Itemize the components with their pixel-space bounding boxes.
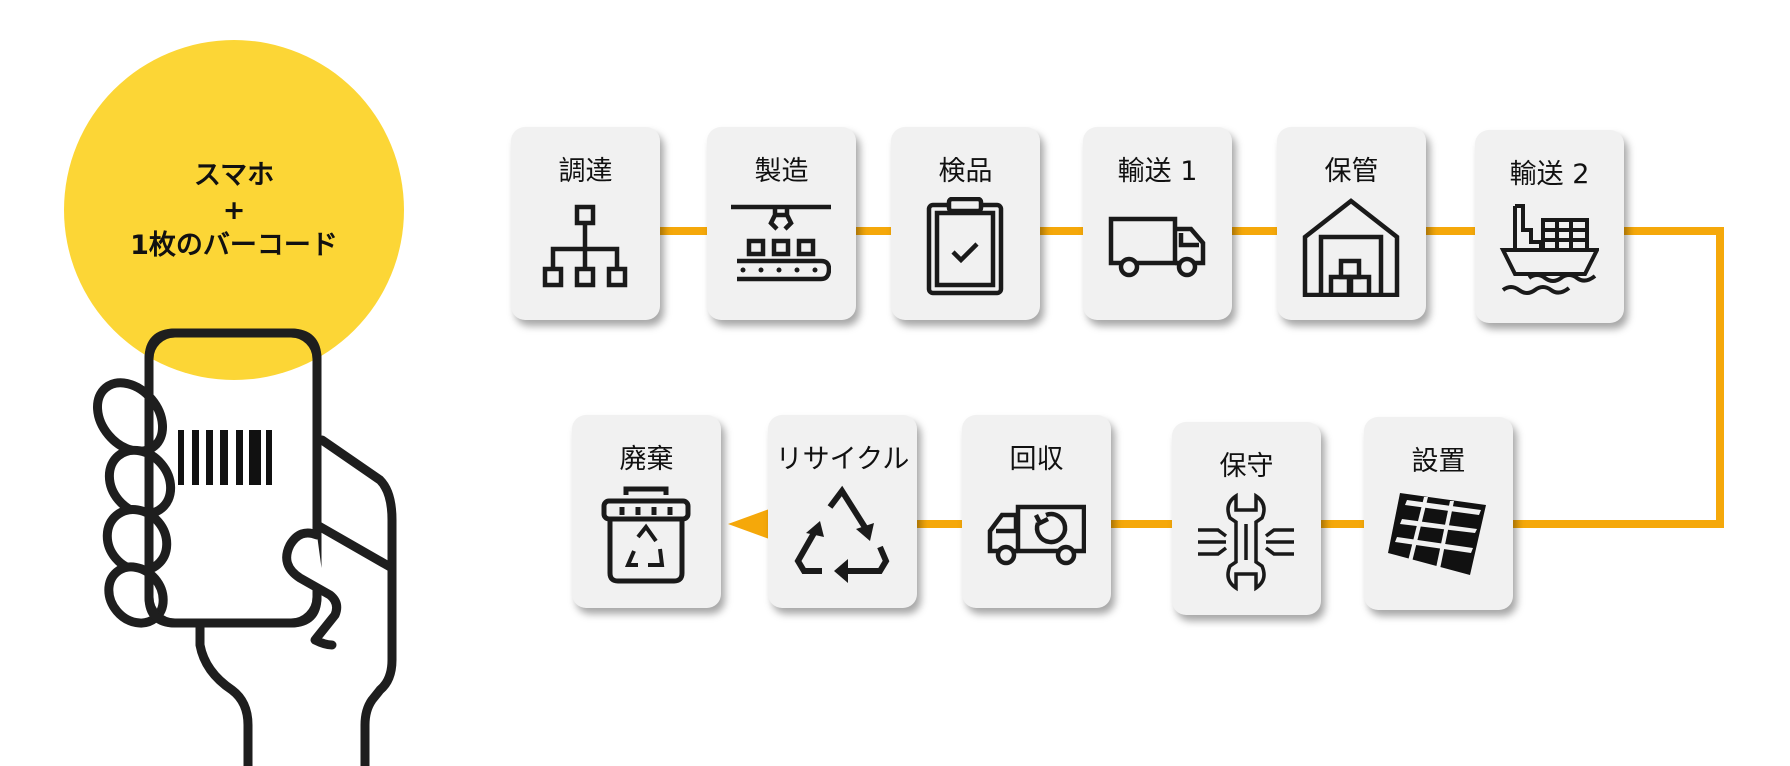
step-label: 製造	[754, 156, 809, 187]
connector-vertical	[1716, 227, 1724, 528]
step-label: 回収	[1009, 444, 1064, 475]
step-card-inspection[interactable]: 検品	[891, 127, 1040, 320]
step-card-procurement[interactable]: 調達	[511, 127, 660, 320]
step-card-collection[interactable]: 回収	[962, 415, 1111, 608]
warehouse-icon	[1302, 198, 1400, 297]
step-card-maintenance[interactable]: 保守	[1172, 422, 1321, 615]
step-label: 保管	[1324, 156, 1379, 187]
step-label: 設置	[1411, 446, 1466, 477]
step-card-disposal[interactable]: 廃棄	[572, 415, 721, 608]
step-card-transport-2[interactable]: 輸送 2	[1475, 130, 1624, 323]
recycle-icon	[794, 485, 890, 583]
hand-phone-icon	[92, 328, 397, 766]
step-card-recycle[interactable]: リサイクル	[768, 415, 917, 608]
step-card-installation[interactable]: 設置	[1364, 417, 1513, 610]
step-card-storage[interactable]: 保管	[1277, 127, 1426, 320]
step-label: 廃棄	[619, 444, 674, 475]
solar-panel-icon	[1388, 493, 1486, 575]
step-label: 輸送 1	[1117, 156, 1198, 187]
step-label: 検品	[938, 156, 993, 187]
badge-line-2: +	[222, 195, 246, 226]
wrench-icon	[1198, 492, 1294, 592]
org-chart-icon	[542, 204, 628, 288]
badge-line-1: スマホ	[193, 160, 275, 191]
step-card-manufacturing[interactable]: 製造	[707, 127, 856, 320]
return-truck-icon	[987, 504, 1086, 566]
arrow-left-icon	[728, 508, 772, 540]
truck-icon	[1108, 216, 1206, 278]
clipboard-check-icon	[926, 197, 1004, 296]
badge-circle	[64, 40, 404, 380]
step-label: 保守	[1219, 451, 1274, 482]
step-label: 輸送 2	[1509, 159, 1590, 190]
badge-text: スマホ + 1枚のバーコード	[64, 158, 404, 263]
step-label: 調達	[558, 156, 613, 187]
badge-line-3: 1枚のバーコード	[130, 230, 338, 261]
factory-conveyor-icon	[731, 204, 831, 282]
recycle-bin-icon	[601, 486, 691, 584]
step-label: リサイクル	[775, 444, 910, 475]
step-card-transport-1[interactable]: 輸送 1	[1083, 127, 1232, 320]
cargo-ship-icon	[1499, 204, 1599, 295]
